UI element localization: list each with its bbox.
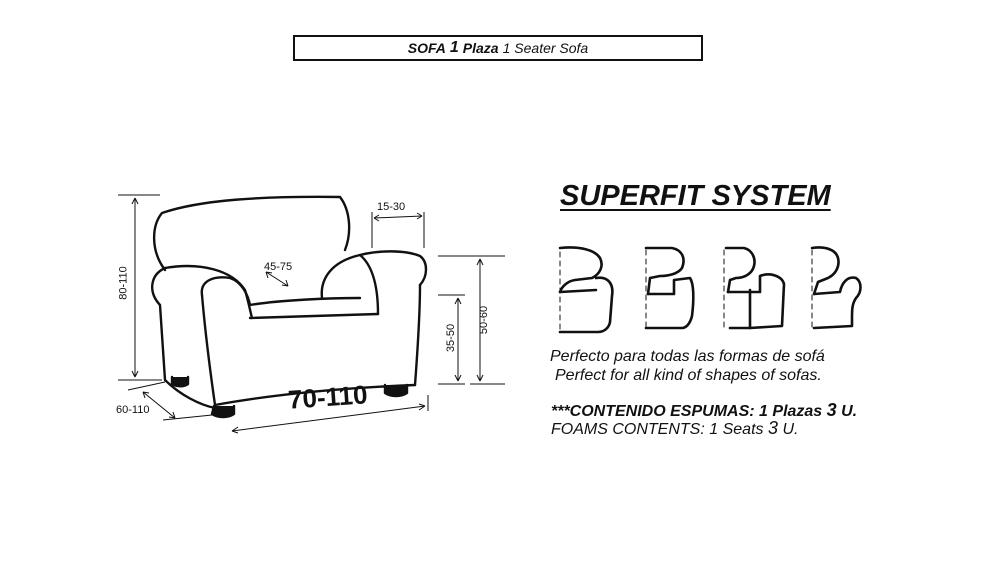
dimension-lines [118,194,505,434]
dim-total-height: 80-110 [117,266,130,300]
foam-es-label: ***CONTENIDO ESPUMAS: [551,403,755,420]
dim-seat-height: 35-50 [445,323,458,353]
title-number: 1 [449,39,459,56]
armchair-left-arm-inner [163,264,254,320]
arm-shape-stepped-icon [723,246,786,331]
armchair-backrest [152,195,351,272]
shapes-text-es: Perfecto para todas las formas de sofá [550,348,825,365]
title-english: 1 Seater Sofa [502,40,589,56]
arm-shape-round-icon [558,246,614,334]
armchair-seat [248,296,362,307]
foam-es-seat-unit: Plazas [772,403,823,420]
dim-depth: 60-110 [116,404,150,416]
title-box: SOFA 1 Plaza 1 Seater Sofa [293,35,703,61]
title-plaza: Plaza [462,40,499,56]
foam-es-seat-count: 1 [759,403,768,420]
armchair-foot-back [170,375,190,388]
foam-es-foam-unit: U. [841,403,858,420]
foam-es-foam-count: 3 [826,400,837,420]
arm-shape-scroll-icon [810,246,862,331]
arm-shape-square-icon [644,246,695,331]
shapes-text-en: Perfect for all kind of shapes of sofas. [555,367,822,384]
foam-en-foam-count: 3 [767,418,778,438]
dim-arm-height: 50-60 [478,305,491,335]
armchair-left-arm [151,266,217,410]
foam-contents-en: FOAMS CONTENTS: 1 Seats 3 U. [551,418,798,439]
armchair-right-arm [320,250,428,300]
armchair-foot-right [383,383,409,398]
foam-contents-es: ***CONTENIDO ESPUMAS: 1 Plazas 3 U. [551,400,857,421]
foam-en-seat-unit: Seats [722,421,764,438]
title-sofa: SOFA [407,40,446,56]
armchair-foot-left [210,404,236,419]
armchair-drawing [151,195,428,419]
superfit-heading: SUPERFIT SYSTEM [560,180,831,212]
dim-width: 70-110 [287,379,369,415]
foam-en-seat-count: 1 [709,421,719,438]
foam-en-label: FOAMS CONTENTS: [551,421,705,438]
dim-seat-depth: 45-75 [264,261,293,273]
dim-arm-width: 15-30 [377,201,406,213]
foam-en-foam-unit: U. [782,421,799,438]
